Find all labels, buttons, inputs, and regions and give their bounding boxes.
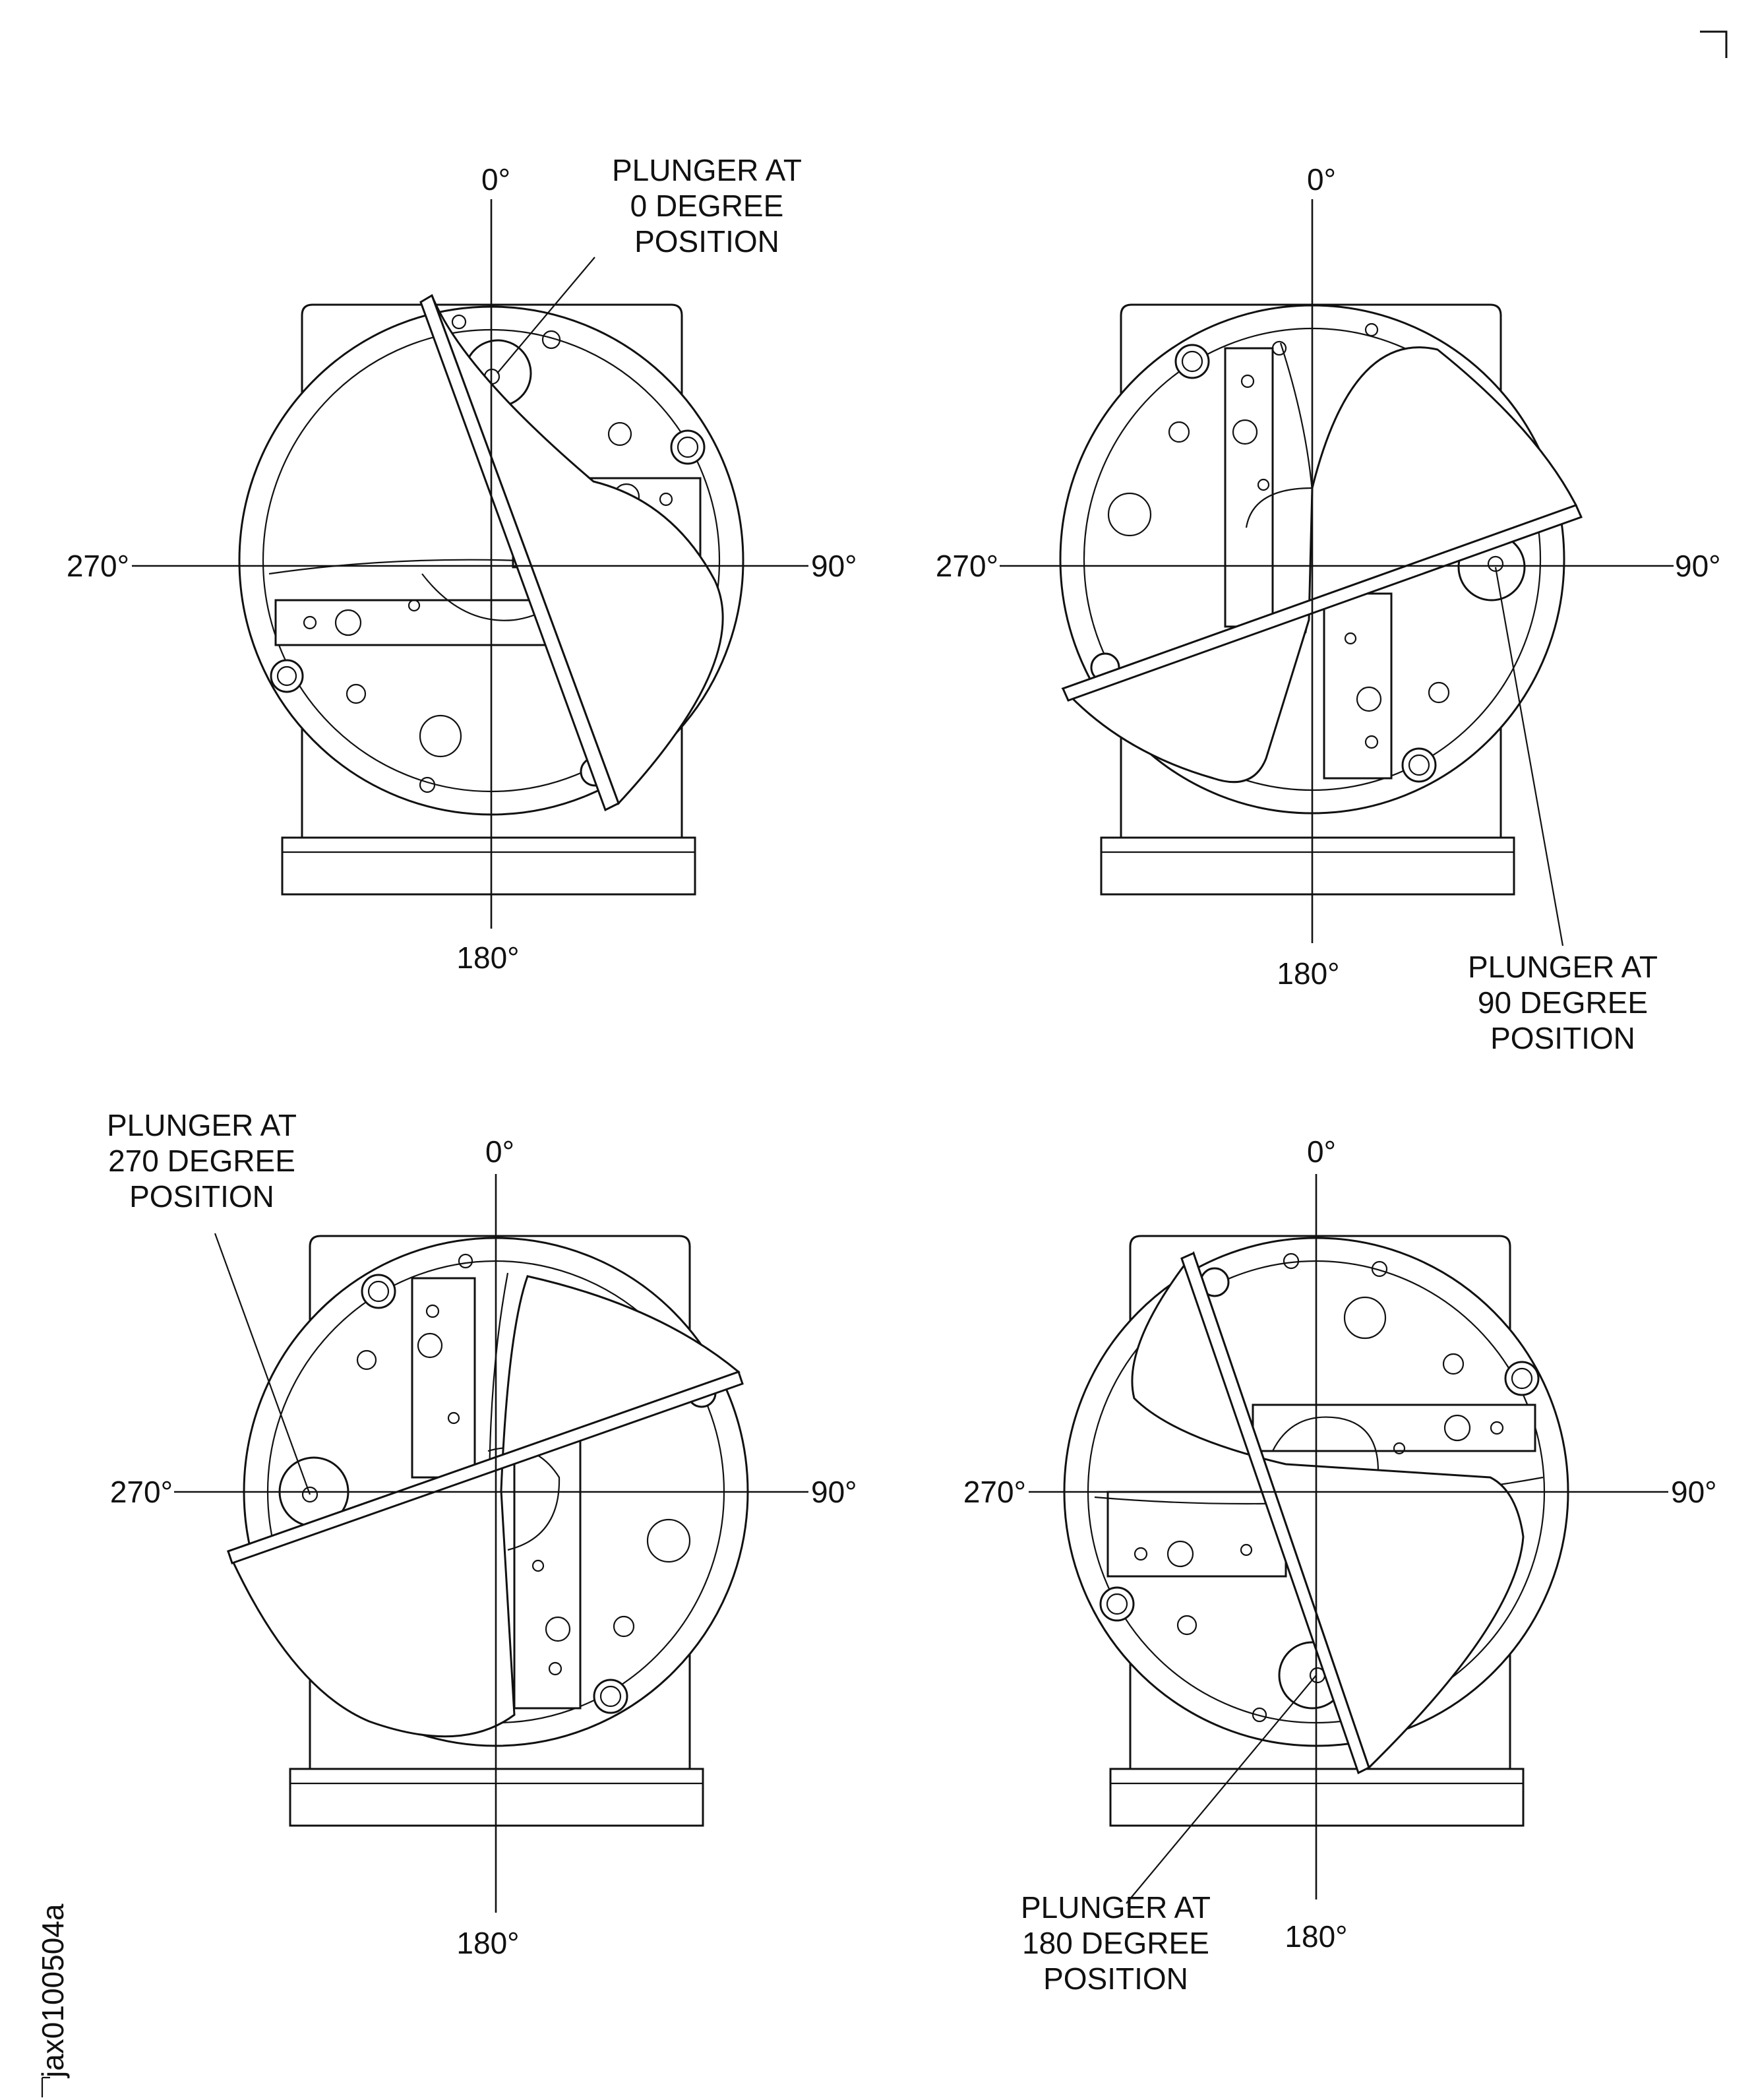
callout-leader — [1126, 1675, 1317, 1904]
diagram-plunger-0-degree: 0° 90° 180° 270° PLUNGER AT 0 DEGREE POS… — [67, 153, 857, 975]
callout-line-1: PLUNGER AT — [1468, 950, 1658, 984]
swash-plate — [1131, 1251, 1525, 1775]
callout-line-2: 90 DEGREE — [1478, 985, 1648, 1020]
housing-holes — [1090, 323, 1450, 783]
callout-line-3: POSITION — [634, 224, 779, 259]
axis-label-bottom: 180° — [1285, 1919, 1347, 1954]
callout-leader — [497, 257, 595, 374]
axis-label-bottom: 180° — [1277, 956, 1339, 991]
axis-label-top: 0° — [485, 1134, 514, 1169]
figure-id: jax0100504a — [36, 1903, 70, 2097]
axis-label-left: 270° — [963, 1475, 1026, 1509]
callout-line-1: PLUNGER AT — [612, 153, 802, 187]
axes — [174, 1174, 808, 1913]
axes — [1000, 199, 1674, 943]
corner-mark — [1700, 30, 1728, 58]
vane-plates — [1224, 342, 1393, 780]
axis-label-left: 270° — [67, 549, 129, 583]
axes — [132, 199, 808, 929]
swash-plate — [419, 293, 724, 812]
callout-line-3: POSITION — [1043, 1961, 1188, 1996]
callout-line-1: PLUNGER AT — [107, 1108, 297, 1142]
callout-line-2: 270 DEGREE — [108, 1144, 295, 1178]
swash-plate — [226, 1275, 744, 1738]
callout-line-3: POSITION — [1490, 1021, 1635, 1055]
housing-holes — [1099, 1252, 1540, 1723]
swash-plate — [1061, 346, 1583, 784]
callout-line-2: 180 DEGREE — [1022, 1926, 1209, 1960]
callout-line-1: PLUNGER AT — [1021, 1890, 1211, 1925]
axis-label-top: 0° — [1307, 1134, 1336, 1169]
axes — [1029, 1174, 1668, 1899]
axis-label-right: 90° — [811, 549, 857, 583]
callout-line-3: POSITION — [129, 1179, 274, 1214]
callout-line-2: 0 DEGREE — [630, 189, 784, 223]
axis-label-bottom: 180° — [456, 941, 519, 975]
callout-leader — [214, 1233, 311, 1495]
axis-label-right: 90° — [811, 1475, 857, 1509]
callout-leader — [1494, 567, 1564, 946]
diagram-plunger-90-degree: 0° 90° 180° 270° PLUNGER AT 90 DEGREE PO… — [936, 162, 1721, 1055]
diagram-plunger-270-degree: 0° 90° 180° 270° PLUNGER AT 270 DEGREE P… — [107, 1108, 857, 1960]
axis-label-top: 0° — [1307, 162, 1336, 197]
axis-label-right: 90° — [1675, 549, 1721, 583]
figure-id-text: jax0100504a — [36, 1903, 70, 2079]
axis-label-right: 90° — [1671, 1475, 1717, 1509]
housing-base — [281, 303, 696, 896]
axis-label-top: 0° — [481, 162, 510, 197]
vane-plates — [1094, 1404, 1544, 1578]
axis-label-left: 270° — [110, 1475, 173, 1509]
axis-label-left: 270° — [936, 549, 998, 583]
axis-label-bottom: 180° — [456, 1926, 519, 1960]
diagram-plunger-180-degree: 0° 90° 180° 270° PLUNGER AT 180 DEGREE P… — [963, 1134, 1717, 1996]
